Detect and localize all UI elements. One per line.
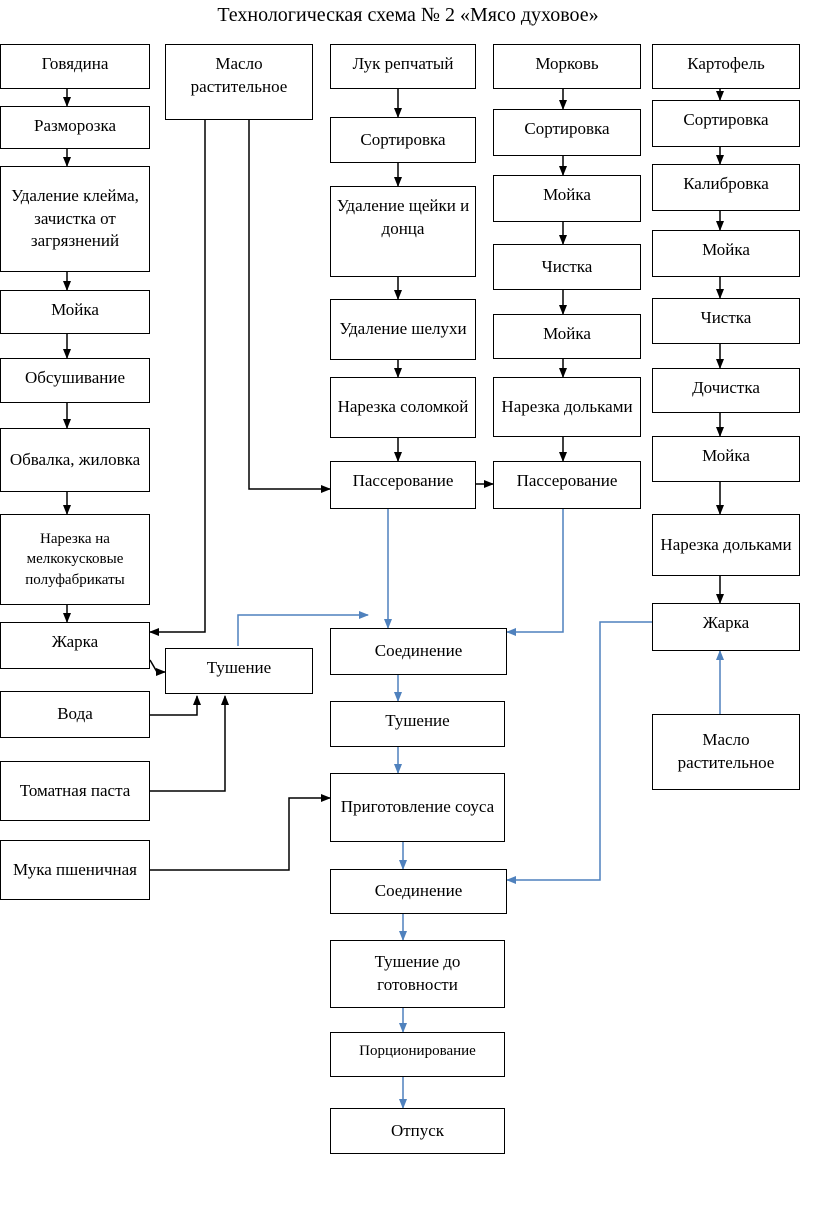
box-potato-repeel: Дочистка	[652, 368, 800, 413]
box-potato-calib: Калибровка	[652, 164, 800, 211]
box-beef-clean: Удаление клейма, зачистка от загрязнений	[0, 166, 150, 272]
box-beef-wash: Мойка	[0, 290, 150, 334]
box-onion: Лук репчатый	[330, 44, 476, 89]
box-onion-neck: Удаление щейки и донца	[330, 186, 476, 277]
box-potato-cut: Нарезка дольками	[652, 514, 800, 576]
arrow-stew-combine	[237, 611, 369, 646]
box-carrot-saute: Пассерование	[493, 461, 641, 509]
arrow-flour-sauce	[150, 794, 331, 871]
box-tomato: Томатная паста	[0, 761, 150, 821]
arrow-carrot-saute-combine	[506, 509, 564, 636]
box-carrot-sort: Сортировка	[493, 109, 641, 156]
arrow-fry-stew	[149, 659, 166, 676]
arrow-tomato-stew	[150, 695, 229, 792]
box-flour: Мука пшеничная	[0, 840, 150, 900]
box-beef: Говядина	[0, 44, 150, 89]
box-stew2: Тушение	[330, 701, 505, 747]
box-combine2: Соединение	[330, 869, 507, 914]
box-potato-sort: Сортировка	[652, 100, 800, 147]
box-carrot-peel: Чистка	[493, 244, 641, 290]
box-carrot-wash1: Мойка	[493, 175, 641, 222]
box-onion-peel: Удаление шелухи	[330, 299, 476, 360]
diagram-title: Технологическая схема № 2 «Мясо духовое»	[217, 4, 599, 26]
box-portion: Порционирование	[330, 1032, 505, 1077]
arrow-potato-fry-combine	[506, 621, 652, 884]
box-beef-dry: Обсушивание	[0, 358, 150, 403]
box-water: Вода	[0, 691, 150, 738]
arrow-oil-fry	[149, 120, 206, 636]
box-stew1: Тушение	[165, 648, 313, 694]
box-stew-final: Тушение до готовности	[330, 940, 505, 1008]
box-potato-fry: Жарка	[652, 603, 800, 651]
box-oil-top: Масло растительное	[165, 44, 313, 120]
box-combine1: Соединение	[330, 628, 507, 675]
box-beef-defrost: Разморозка	[0, 106, 150, 149]
box-beef-cut: Нарезка на мелкокусковые полуфабрикаты	[0, 514, 150, 605]
box-onion-saute: Пассерование	[330, 461, 476, 509]
box-beef-debone: Обвалка, жиловка	[0, 428, 150, 492]
box-sauce: Приготовление соуса	[330, 773, 505, 842]
box-carrot-cut: Нарезка дольками	[493, 377, 641, 437]
box-beef-fry: Жарка	[0, 622, 150, 669]
box-carrot-wash2: Мойка	[493, 314, 641, 359]
box-potato-wash1: Мойка	[652, 230, 800, 277]
box-potato: Картофель	[652, 44, 800, 89]
box-onion-sort: Сортировка	[330, 117, 476, 163]
box-potato-peel: Чистка	[652, 298, 800, 344]
box-carrot: Морковь	[493, 44, 641, 89]
arrow-water-stew	[150, 695, 201, 716]
box-onion-cut: Нарезка соломкой	[330, 377, 476, 438]
box-potato-wash2: Мойка	[652, 436, 800, 482]
arrow-oil-saute	[248, 120, 331, 493]
box-oil-bottom: Масло растительное	[652, 714, 800, 790]
box-serve: Отпуск	[330, 1108, 505, 1154]
